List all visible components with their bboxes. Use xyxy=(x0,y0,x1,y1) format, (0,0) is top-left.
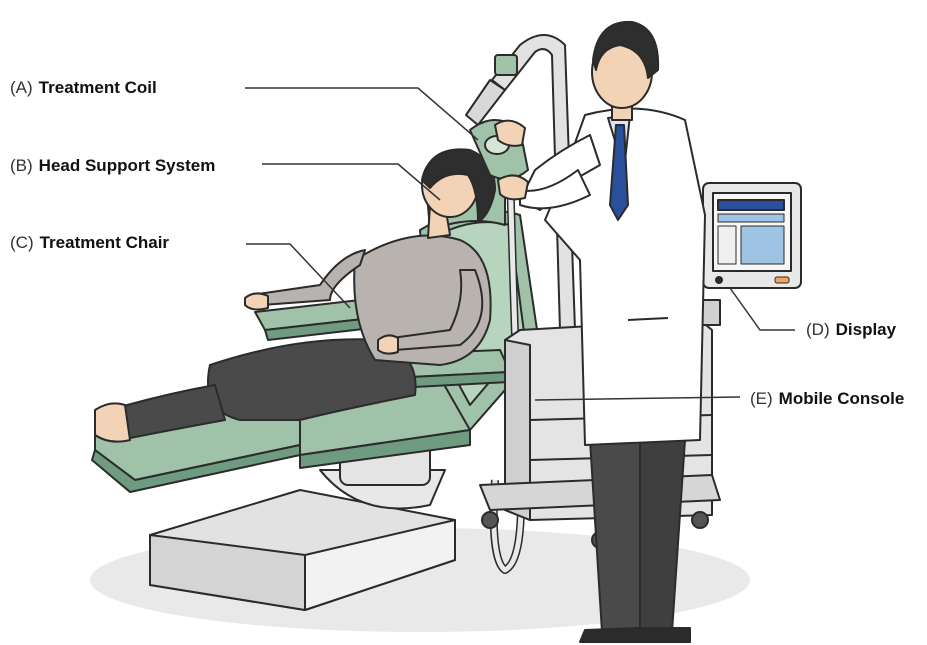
leader-line-head-support xyxy=(262,164,440,200)
label-name: Treatment Coil xyxy=(39,78,157,97)
label-name: Head Support System xyxy=(39,156,216,175)
label-mobile-console: (E) Mobile Console xyxy=(750,389,904,409)
label-letter: (D) xyxy=(806,320,830,339)
label-letter: (B) xyxy=(10,156,33,175)
label-treatment-chair: (C) Treatment Chair xyxy=(10,233,169,253)
label-letter: (A) xyxy=(10,78,33,97)
label-display: (D) Display xyxy=(806,320,896,340)
label-treatment-coil: (A) Treatment Coil xyxy=(10,78,157,98)
label-letter: (C) xyxy=(10,233,34,252)
label-name: Mobile Console xyxy=(779,389,905,408)
label-letter: (E) xyxy=(750,389,773,408)
leader-line-display xyxy=(730,288,795,330)
display-monitor xyxy=(703,183,801,288)
leader-line-coil xyxy=(245,88,478,140)
label-head-support-system: (B) Head Support System xyxy=(10,156,215,176)
label-name: Display xyxy=(836,320,896,339)
label-name: Treatment Chair xyxy=(40,233,169,252)
